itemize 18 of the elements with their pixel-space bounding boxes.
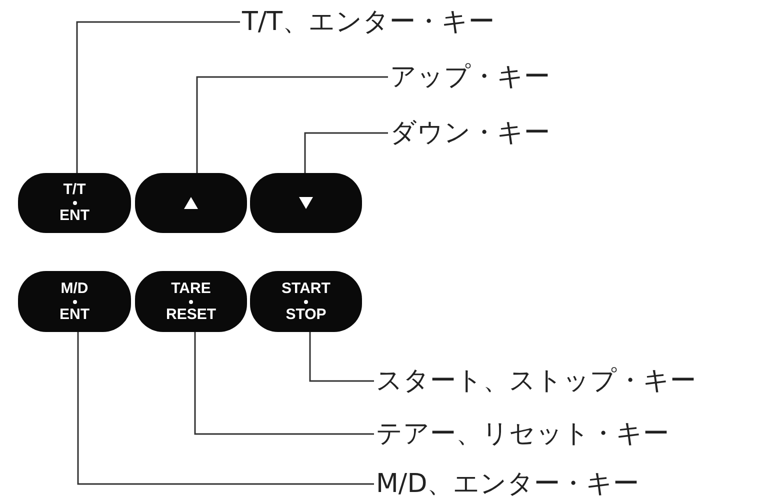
key-label: ダウン・キー bbox=[390, 118, 550, 148]
key-button: M/D ENT bbox=[18, 271, 131, 332]
leader-line bbox=[76, 21, 240, 173]
leader-line bbox=[77, 332, 374, 485]
leader-line bbox=[304, 132, 388, 173]
leader-line bbox=[196, 76, 388, 173]
key-button bbox=[250, 173, 362, 233]
leader-line bbox=[309, 332, 374, 382]
key-button: T/T ENT bbox=[18, 173, 131, 233]
leader-line bbox=[194, 332, 374, 435]
key-label: アップ・キー bbox=[390, 62, 550, 92]
key-button: TARE RESET bbox=[135, 271, 247, 332]
key-button bbox=[135, 173, 247, 233]
key-label: T/T、エンター・キー bbox=[242, 7, 495, 37]
key-label: テアー、リセット・キー bbox=[376, 419, 669, 449]
key-label: M/D、エンター・キー bbox=[376, 469, 640, 499]
key-button: START STOP bbox=[250, 271, 362, 332]
key-label: スタート、ストップ・キー bbox=[376, 366, 696, 396]
